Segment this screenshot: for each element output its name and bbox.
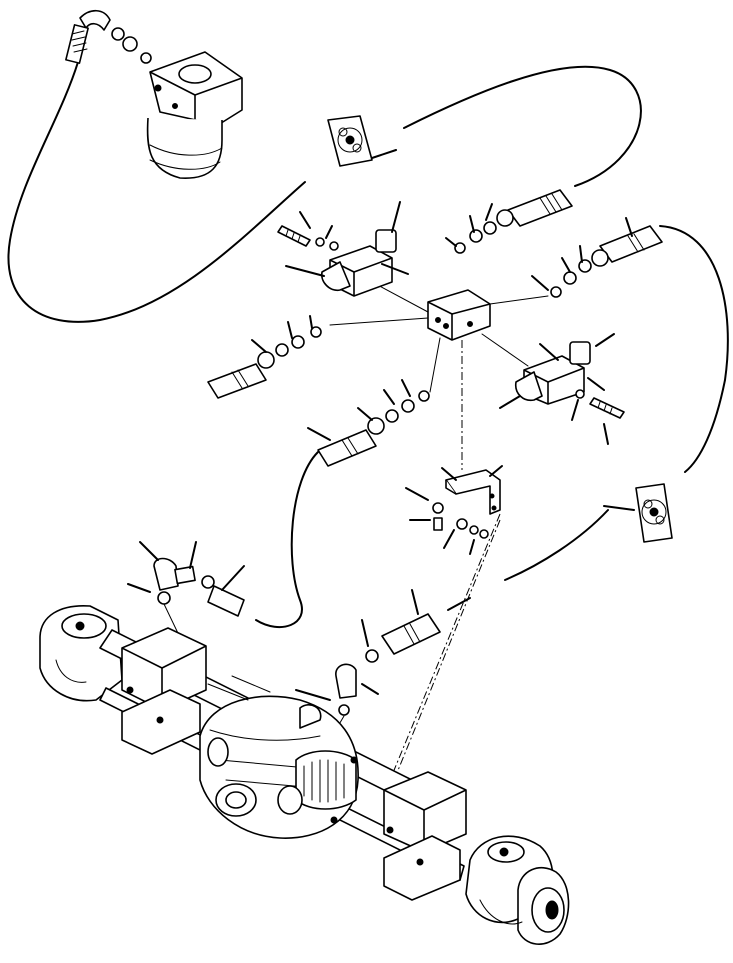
hose-clamp-block-right xyxy=(603,483,673,543)
hose-end-right-mid xyxy=(531,217,663,298)
hose-end-upper-right xyxy=(445,189,573,254)
steering-valve-unit xyxy=(146,51,243,179)
bolt-right xyxy=(571,389,625,445)
leader-lines xyxy=(207,675,271,701)
front-axle-assembly xyxy=(39,605,570,945)
mounting-bracket xyxy=(389,465,503,781)
solenoid-valve-right xyxy=(499,333,615,409)
hose-end-center-left xyxy=(307,379,430,467)
solenoid-valve-top xyxy=(285,201,409,297)
valve-manifold-block xyxy=(329,281,549,470)
bolt-top-left xyxy=(277,211,339,251)
fitting-washers-top xyxy=(111,27,152,64)
hose-end-left-mid xyxy=(207,315,322,399)
hydraulic-hoses xyxy=(7,61,729,629)
elbow-fitting-top xyxy=(65,9,152,64)
hose-clamp-block-top xyxy=(327,115,397,167)
elbow-fitting-left-axle xyxy=(127,541,245,701)
